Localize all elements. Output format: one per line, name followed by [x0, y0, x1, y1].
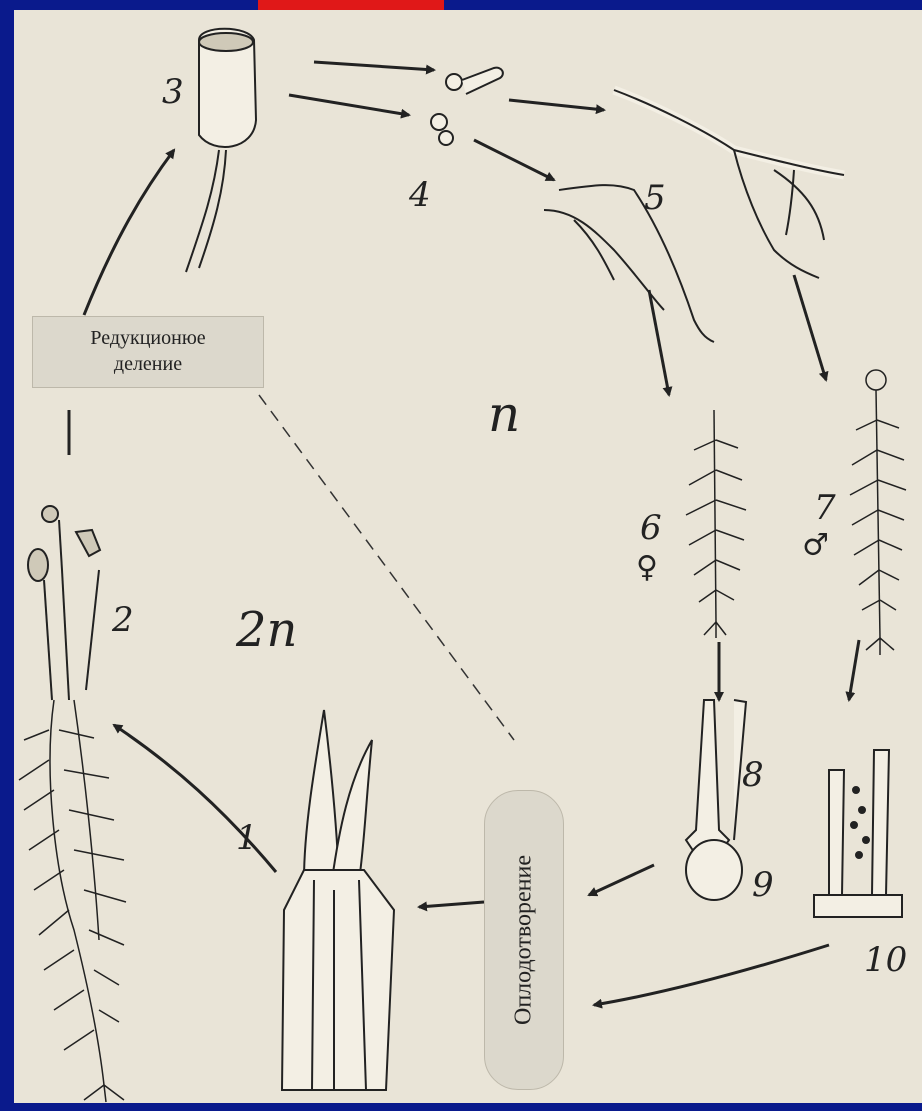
arrow-spore-to-protonema-b: [474, 140, 554, 180]
haploid-label: n: [488, 385, 520, 443]
female-symbol: ♀: [636, 550, 658, 585]
capsule-drawing: [186, 29, 256, 272]
protonema-drawing: [544, 90, 844, 342]
label-8: 8: [742, 755, 764, 795]
male-gametophyte-drawing: [850, 370, 906, 655]
spores-drawing: [431, 68, 503, 145]
diploid-label: 2n: [236, 602, 297, 658]
arrow-capsule-to-spore-b: [289, 95, 409, 115]
arrow-archegonium-to-fertilization: [589, 865, 654, 895]
arrow-spore-to-protonema-a: [509, 100, 604, 110]
label-3: 3: [162, 72, 184, 112]
label-5: 5: [644, 178, 666, 218]
label-6: 6: [640, 508, 662, 548]
meiosis-label-line1: Редукционюе: [33, 325, 263, 351]
arrow-protonema-to-male: [794, 275, 826, 380]
fertilization-label: Оплодотворение: [511, 855, 538, 1025]
male-symbol: ♂: [802, 528, 829, 563]
label-4: 4: [409, 175, 431, 215]
top-accent-bar: [258, 0, 444, 10]
arrow-capsule-to-spore-a: [314, 62, 434, 70]
archegonium-drawing: [686, 700, 746, 900]
arrow-male-to-antheridium: [849, 640, 859, 700]
label-7: 7: [814, 488, 836, 528]
meiosis-box: Редукционюе деление: [32, 316, 264, 388]
antheridium-drawing: [814, 750, 902, 917]
diagram-paper: 3 4 5 6 7 8 9 10 2 1 n 2n ♀ ♂ Редукционю…: [14, 10, 922, 1103]
label-9: 9: [752, 865, 774, 905]
meiosis-label-line2: деление: [33, 351, 263, 377]
label-2: 2: [112, 600, 134, 640]
dashed-divider: [259, 395, 514, 740]
label-1: 1: [236, 818, 258, 858]
diagram-drawing: [14, 10, 922, 1103]
mature-sporophyte-drawing: [28, 506, 100, 700]
arrow-fertilization-to-zygote: [419, 902, 484, 907]
arrow-antheridium-to-fertilization: [594, 945, 829, 1005]
arrow-meiosis-to-capsule: [84, 150, 174, 315]
female-gametophyte-drawing: [686, 410, 746, 638]
young-sporophyte-drawing: [282, 710, 394, 1090]
label-10: 10: [864, 940, 907, 980]
fertilization-box: Оплодотворение: [484, 790, 564, 1090]
leafy-shoot-drawing: [19, 700, 126, 1102]
